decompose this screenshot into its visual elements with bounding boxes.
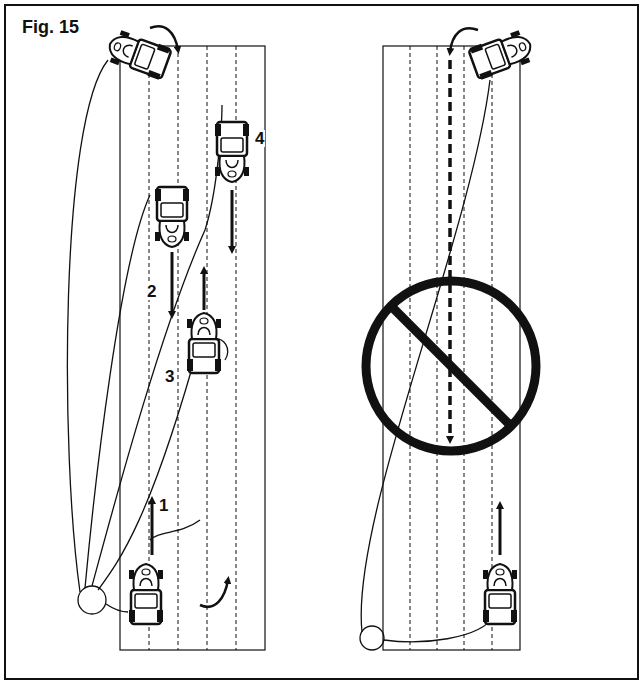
callout-number: 4: [254, 130, 265, 147]
callout-number: 2: [146, 283, 157, 300]
callout-number: 3: [164, 368, 175, 385]
figure-title: Fig. 15: [22, 18, 79, 36]
callout-number: 1: [158, 497, 169, 514]
